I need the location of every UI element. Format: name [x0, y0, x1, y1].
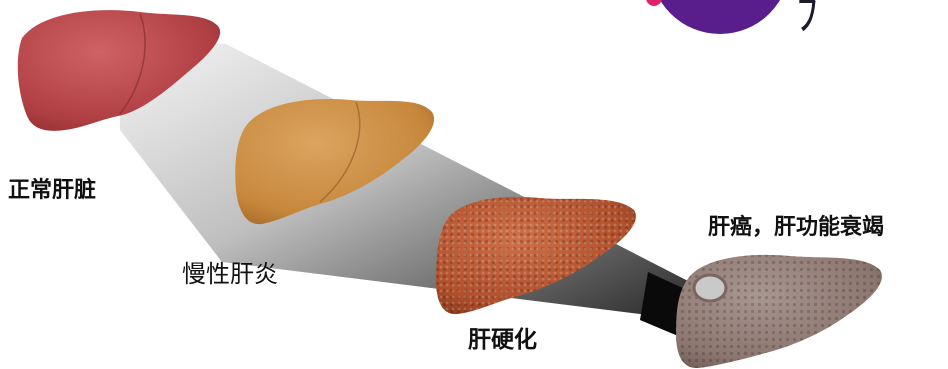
logo-fragment: ﾌ — [796, 0, 818, 42]
label-liver-cancer-failure: 肝癌，肝功能衰竭 — [708, 209, 884, 241]
label-chronic-hepatitis: 慢性肝炎 — [182, 254, 278, 289]
label-cirrhosis: 肝硬化 — [468, 320, 537, 354]
tumor-nodule — [694, 275, 726, 301]
progression-beam — [118, 40, 700, 336]
cancer-liver-illustration — [676, 255, 882, 368]
purple-logo-icon — [646, 0, 790, 34]
label-normal-liver: 正常肝脏 — [8, 172, 96, 204]
